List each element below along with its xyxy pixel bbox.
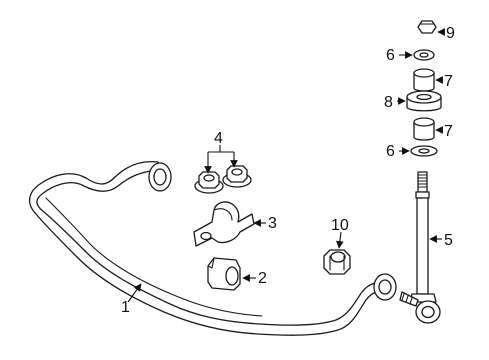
callout-6-top: 6 xyxy=(386,47,395,64)
callout-labels: 1 2 3 4 5 6 6 7 7 8 9 10 xyxy=(121,25,455,316)
bar-left-eye xyxy=(148,162,172,192)
callout-8: 8 xyxy=(384,94,393,111)
callout-3: 3 xyxy=(268,215,277,232)
grommet-top xyxy=(413,68,435,92)
nut-flange-right xyxy=(222,165,252,188)
bar-bushing xyxy=(207,257,241,291)
callout-7-bottom: 7 xyxy=(444,123,453,140)
bar-right-eye xyxy=(373,273,397,301)
callout-10: 10 xyxy=(331,217,349,234)
stabilizer-bar xyxy=(29,160,397,336)
washer-bottom xyxy=(410,145,438,157)
callout-2: 2 xyxy=(258,270,267,287)
link-nut xyxy=(323,249,351,275)
grommet-bottom xyxy=(413,117,435,141)
bushing-retainer xyxy=(406,90,442,112)
stabilizer-link xyxy=(399,171,441,324)
leader-lines xyxy=(127,28,445,303)
nut-flange-left xyxy=(194,171,224,194)
callout-7-top: 7 xyxy=(444,73,453,90)
callout-1: 1 xyxy=(121,299,130,316)
callout-5: 5 xyxy=(444,232,453,249)
callout-6-bottom: 6 xyxy=(386,143,395,160)
callout-4: 4 xyxy=(214,130,223,147)
cap-nut xyxy=(417,20,437,34)
washer-top xyxy=(413,49,435,61)
callout-9: 9 xyxy=(446,25,455,42)
bushing-bracket xyxy=(193,201,255,247)
